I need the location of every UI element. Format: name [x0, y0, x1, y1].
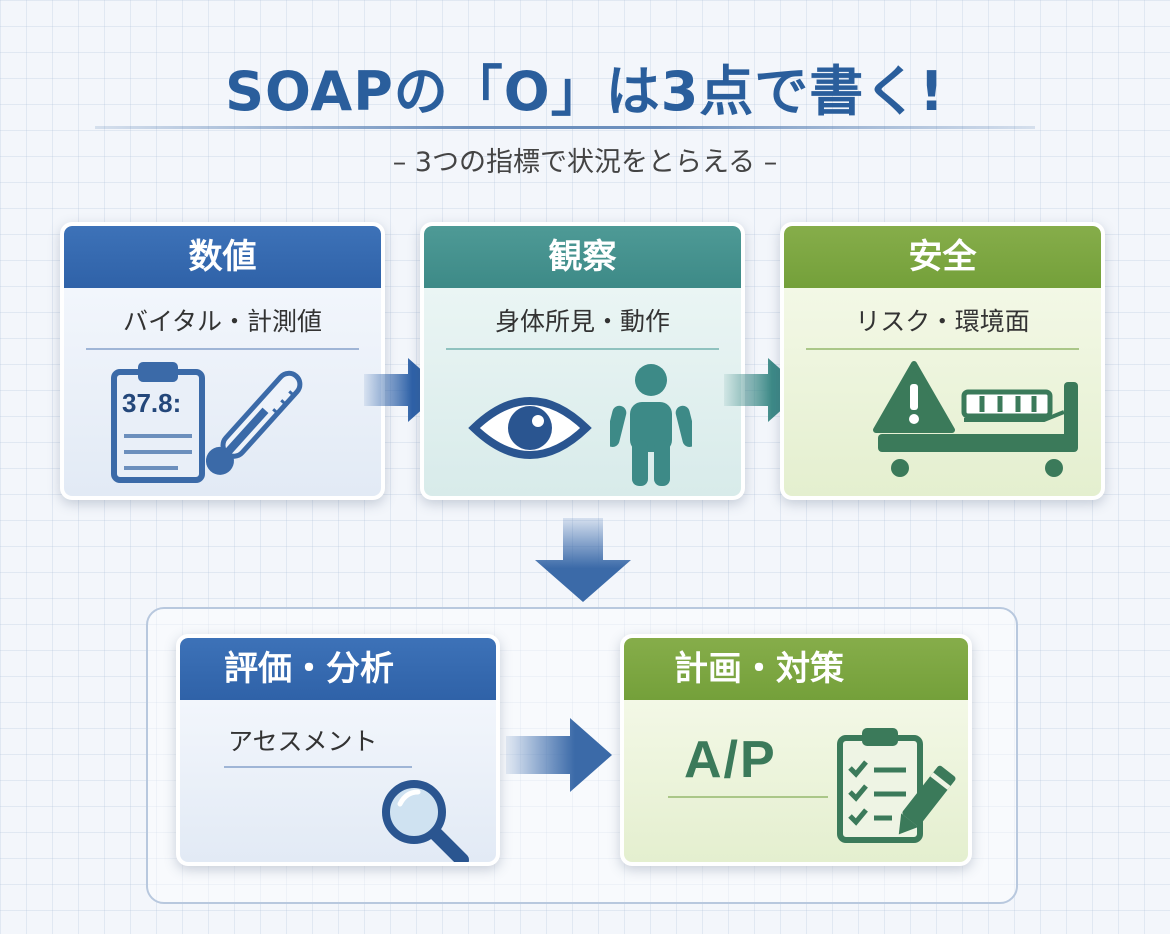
numeric-card: 数値 バイタル・計測値 37.8: [60, 222, 385, 500]
title-divider [95, 126, 1035, 129]
person-icon [610, 364, 692, 486]
plan-card-body: A/P [624, 700, 968, 862]
plan-card: 計画・対策 A/P [620, 634, 972, 866]
assessment-card-subtitle: アセスメント [228, 727, 378, 756]
numeric-card-title: 数値 [64, 226, 381, 288]
checklist-icon [837, 728, 923, 843]
magnifier-icon [382, 780, 469, 862]
clipboard-icon [111, 362, 205, 483]
clipboard-reading: 37.8: [122, 388, 182, 418]
safety-card: 安全 リスク・環境面 [780, 222, 1105, 500]
assessment-card-divider [224, 766, 412, 768]
thermometer-icon [205, 370, 303, 475]
arrow-down-icon [535, 518, 631, 602]
pencil-icon [898, 765, 956, 835]
observation-card-body: 身体所見・動作 [424, 288, 741, 496]
observation-card: 観察 身体所見・動作 [420, 222, 745, 500]
numeric-card-body: バイタル・計測値 37.8: [64, 288, 381, 496]
assessment-card: 評価・分析 アセスメント [176, 634, 500, 866]
assessment-card-title: 評価・分析 [180, 638, 496, 700]
arrow-right-icon [506, 718, 612, 792]
eye-icon [468, 397, 592, 459]
observation-card-title: 観察 [424, 226, 741, 288]
warning-icon [873, 361, 955, 433]
safety-card-title: 安全 [784, 226, 1101, 288]
assessment-card-body: アセスメント [180, 700, 496, 862]
hospital-bed-icon [878, 382, 1078, 477]
observation-card-subtitle: 身体所見・動作 [494, 307, 670, 336]
page-subtitle: – 3つの指標で状況をとらえる – [392, 147, 778, 178]
safety-card-body: リスク・環境面 [784, 288, 1101, 496]
page-title: SOAPの「O」は3点で書く! [225, 60, 945, 123]
ap-label: A/P [684, 731, 777, 789]
numeric-card-divider [86, 348, 359, 350]
safety-card-subtitle: リスク・環境面 [855, 307, 1030, 336]
numeric-card-subtitle: バイタル・計測値 [122, 307, 322, 336]
plan-card-title: 計画・対策 [624, 638, 968, 700]
safety-card-divider [806, 348, 1079, 350]
observation-card-divider [446, 348, 719, 350]
plan-card-divider [668, 796, 828, 798]
